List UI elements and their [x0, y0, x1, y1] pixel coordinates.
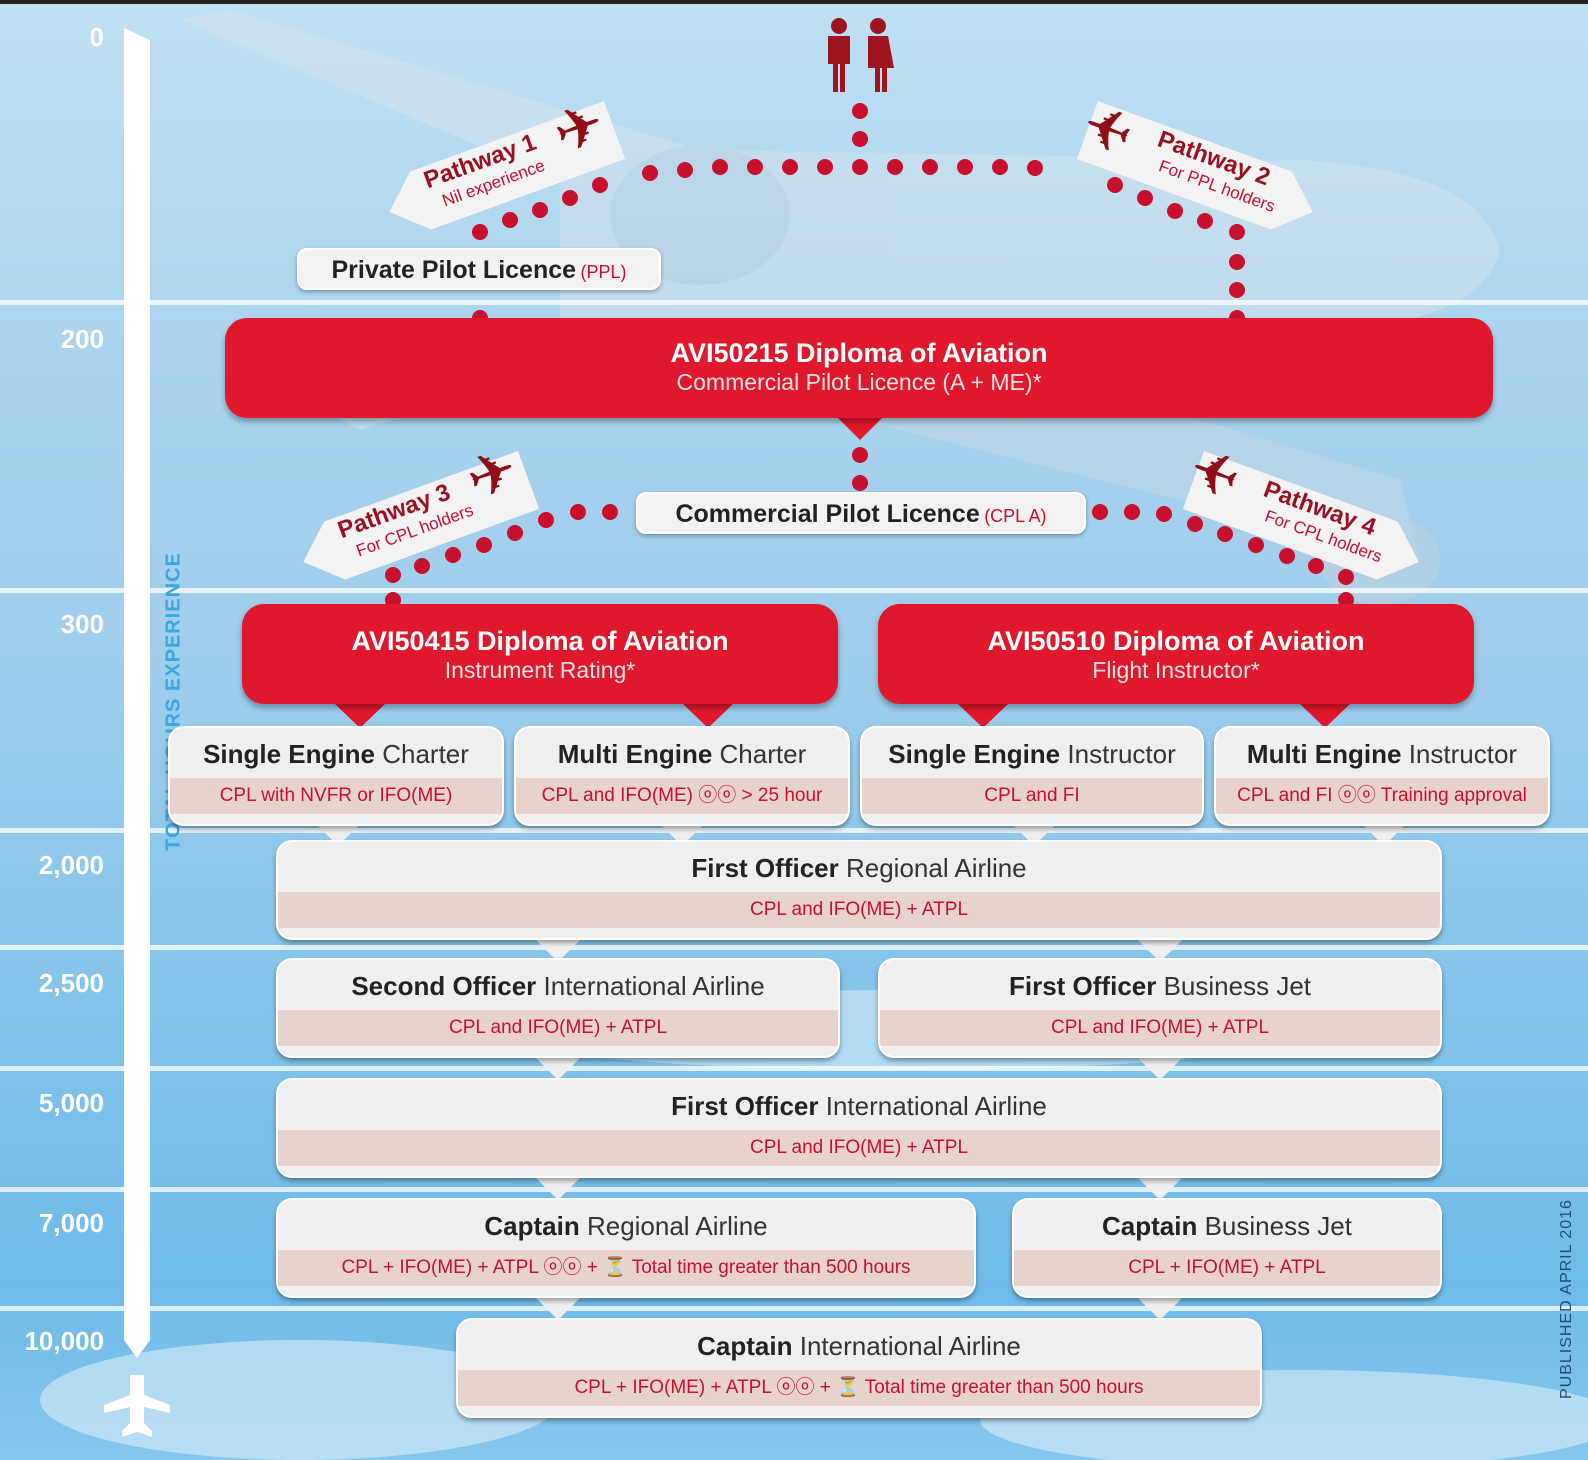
hours-gridline: [0, 1306, 1588, 1311]
axis-tick-300: 300: [60, 609, 104, 639]
diploma-title: AVI50215 Diploma of Aviation: [670, 338, 1048, 368]
role-subtitle: International Airline: [543, 971, 765, 1001]
diploma-title: AVI50415 Diploma of Aviation: [351, 626, 729, 656]
role-title: Captain: [697, 1331, 793, 1361]
hours-gridline: [0, 1187, 1588, 1192]
axis-tick-10000: 10,000: [24, 1326, 104, 1356]
axis-arrow: [124, 28, 150, 1358]
cpl-pill: Commercial Pilot Licence (CPL A): [636, 492, 1086, 534]
role-title: Multi Engine: [557, 739, 713, 769]
axis-tick-2000: 2,000: [38, 850, 104, 880]
role-subtitle: Regional Airline: [586, 1211, 768, 1241]
role-subtitle: Charter: [382, 739, 469, 769]
role-title: Captain: [1102, 1211, 1198, 1241]
ppl-title: Private Pilot Licence: [331, 256, 577, 284]
role-single-engine-instructor: Single Engine Instructor CPL and FI: [860, 726, 1204, 826]
hours-gridline: [0, 828, 1588, 833]
role-subtitle: Charter: [719, 739, 807, 769]
diploma-cpl: AVI50215 Diploma of Aviation Commercial …: [225, 318, 1493, 418]
role-subtitle: Regional Airline: [845, 853, 1027, 883]
role-title: First Officer: [671, 1091, 819, 1121]
diploma-instrument-rating: AVI50415 Diploma of Aviation Instrument …: [242, 604, 838, 704]
role-title: Second Officer: [351, 971, 537, 1001]
role-single-engine-charter: Single Engine Charter CPL with NVFR or I…: [168, 726, 504, 826]
axis-tick-2500: 2,500: [38, 968, 104, 998]
role-title: First Officer: [1008, 971, 1157, 1001]
role-requirement: CPL and FI ⓞⓞ Training approval: [1216, 778, 1548, 814]
hours-gridline: [0, 945, 1588, 950]
axis-tick-0: 0: [89, 22, 104, 52]
role-requirement: CPL and IFO(ME) + ATPL: [278, 1130, 1440, 1166]
role-subtitle: International Airline: [825, 1091, 1047, 1121]
role-second-officer-international: Second Officer International Airline CPL…: [276, 958, 840, 1058]
hours-gridline: [0, 588, 1588, 593]
role-subtitle: Business Jet: [1204, 1211, 1352, 1241]
role-requirement: CPL and IFO(ME) ⓞⓞ > 25 hour: [516, 778, 848, 814]
role-requirement: CPL and IFO(ME) + ATPL: [278, 892, 1440, 928]
role-multi-engine-charter: Multi Engine Charter CPL and IFO(ME) ⓞⓞ …: [514, 726, 850, 826]
diploma-subtitle: Instrument Rating*: [444, 657, 636, 683]
role-requirement: CPL + IFO(ME) + ATPL ⓞⓞ + ⏳ Total time g…: [278, 1250, 974, 1286]
axis-tick-5000: 5,000: [38, 1088, 104, 1118]
axis-tick-7000: 7,000: [38, 1208, 104, 1238]
hours-gridline: [0, 300, 1588, 305]
role-requirement: CPL + IFO(ME) + ATPL ⓞⓞ + ⏳ Total time g…: [458, 1370, 1260, 1406]
diploma-flight-instructor: AVI50510 Diploma of Aviation Flight Inst…: [878, 604, 1474, 704]
role-subtitle: Instructor: [1067, 739, 1176, 769]
published-note: PUBLISHED APRIL 2016: [1558, 1199, 1575, 1399]
cpl-title: Commercial Pilot Licence: [675, 500, 980, 528]
cpl-abbr: (CPL A): [984, 506, 1047, 526]
role-captain-business-jet: Captain Business Jet CPL + IFO(ME) + ATP…: [1012, 1198, 1442, 1298]
role-requirement: CPL with NVFR or IFO(ME): [170, 778, 502, 814]
people-icon: [828, 18, 894, 92]
role-requirement: CPL + IFO(ME) + ATPL: [1014, 1250, 1440, 1286]
role-subtitle: Business Jet: [1163, 971, 1311, 1001]
role-first-officer-regional: First Officer Regional Airline CPL and I…: [276, 840, 1442, 940]
role-captain-regional: Captain Regional Airline CPL + IFO(ME) +…: [276, 1198, 976, 1298]
diploma-subtitle: Commercial Pilot Licence (A + ME)*: [676, 369, 1042, 395]
diploma-subtitle: Flight Instructor*: [1092, 657, 1260, 683]
red-pointers: [335, 418, 1350, 728]
airplane-down-icon: [104, 1375, 170, 1437]
role-multi-engine-instructor: Multi Engine Instructor CPL and FI ⓞⓞ Tr…: [1214, 726, 1550, 826]
role-title: Captain: [484, 1211, 580, 1241]
ppl-pill: Private Pilot Licence (PPL): [297, 248, 661, 290]
role-title: First Officer: [691, 853, 839, 883]
grey-pointers: [316, 824, 1406, 1320]
role-title: Single Engine: [888, 739, 1061, 769]
role-title: Multi Engine: [1246, 739, 1402, 769]
axis-tick-200: 200: [60, 324, 104, 354]
top-bar: [0, 0, 1588, 4]
role-captain-international: Captain International Airline CPL + IFO(…: [456, 1318, 1262, 1418]
role-title: Single Engine: [203, 739, 375, 769]
role-subtitle: International Airline: [799, 1331, 1021, 1361]
diploma-title: AVI50510 Diploma of Aviation: [987, 626, 1365, 656]
ppl-abbr: (PPL): [580, 262, 627, 282]
hours-gridline: [0, 1066, 1588, 1071]
role-requirement: CPL and FI: [862, 778, 1202, 814]
role-requirement: CPL and IFO(ME) + ATPL: [880, 1010, 1440, 1046]
role-first-officer-international: First Officer International Airline CPL …: [276, 1078, 1442, 1178]
role-requirement: CPL and IFO(ME) + ATPL: [278, 1010, 838, 1046]
role-first-officer-business-jet: First Officer Business Jet CPL and IFO(M…: [878, 958, 1442, 1058]
role-subtitle: Instructor: [1408, 739, 1518, 769]
